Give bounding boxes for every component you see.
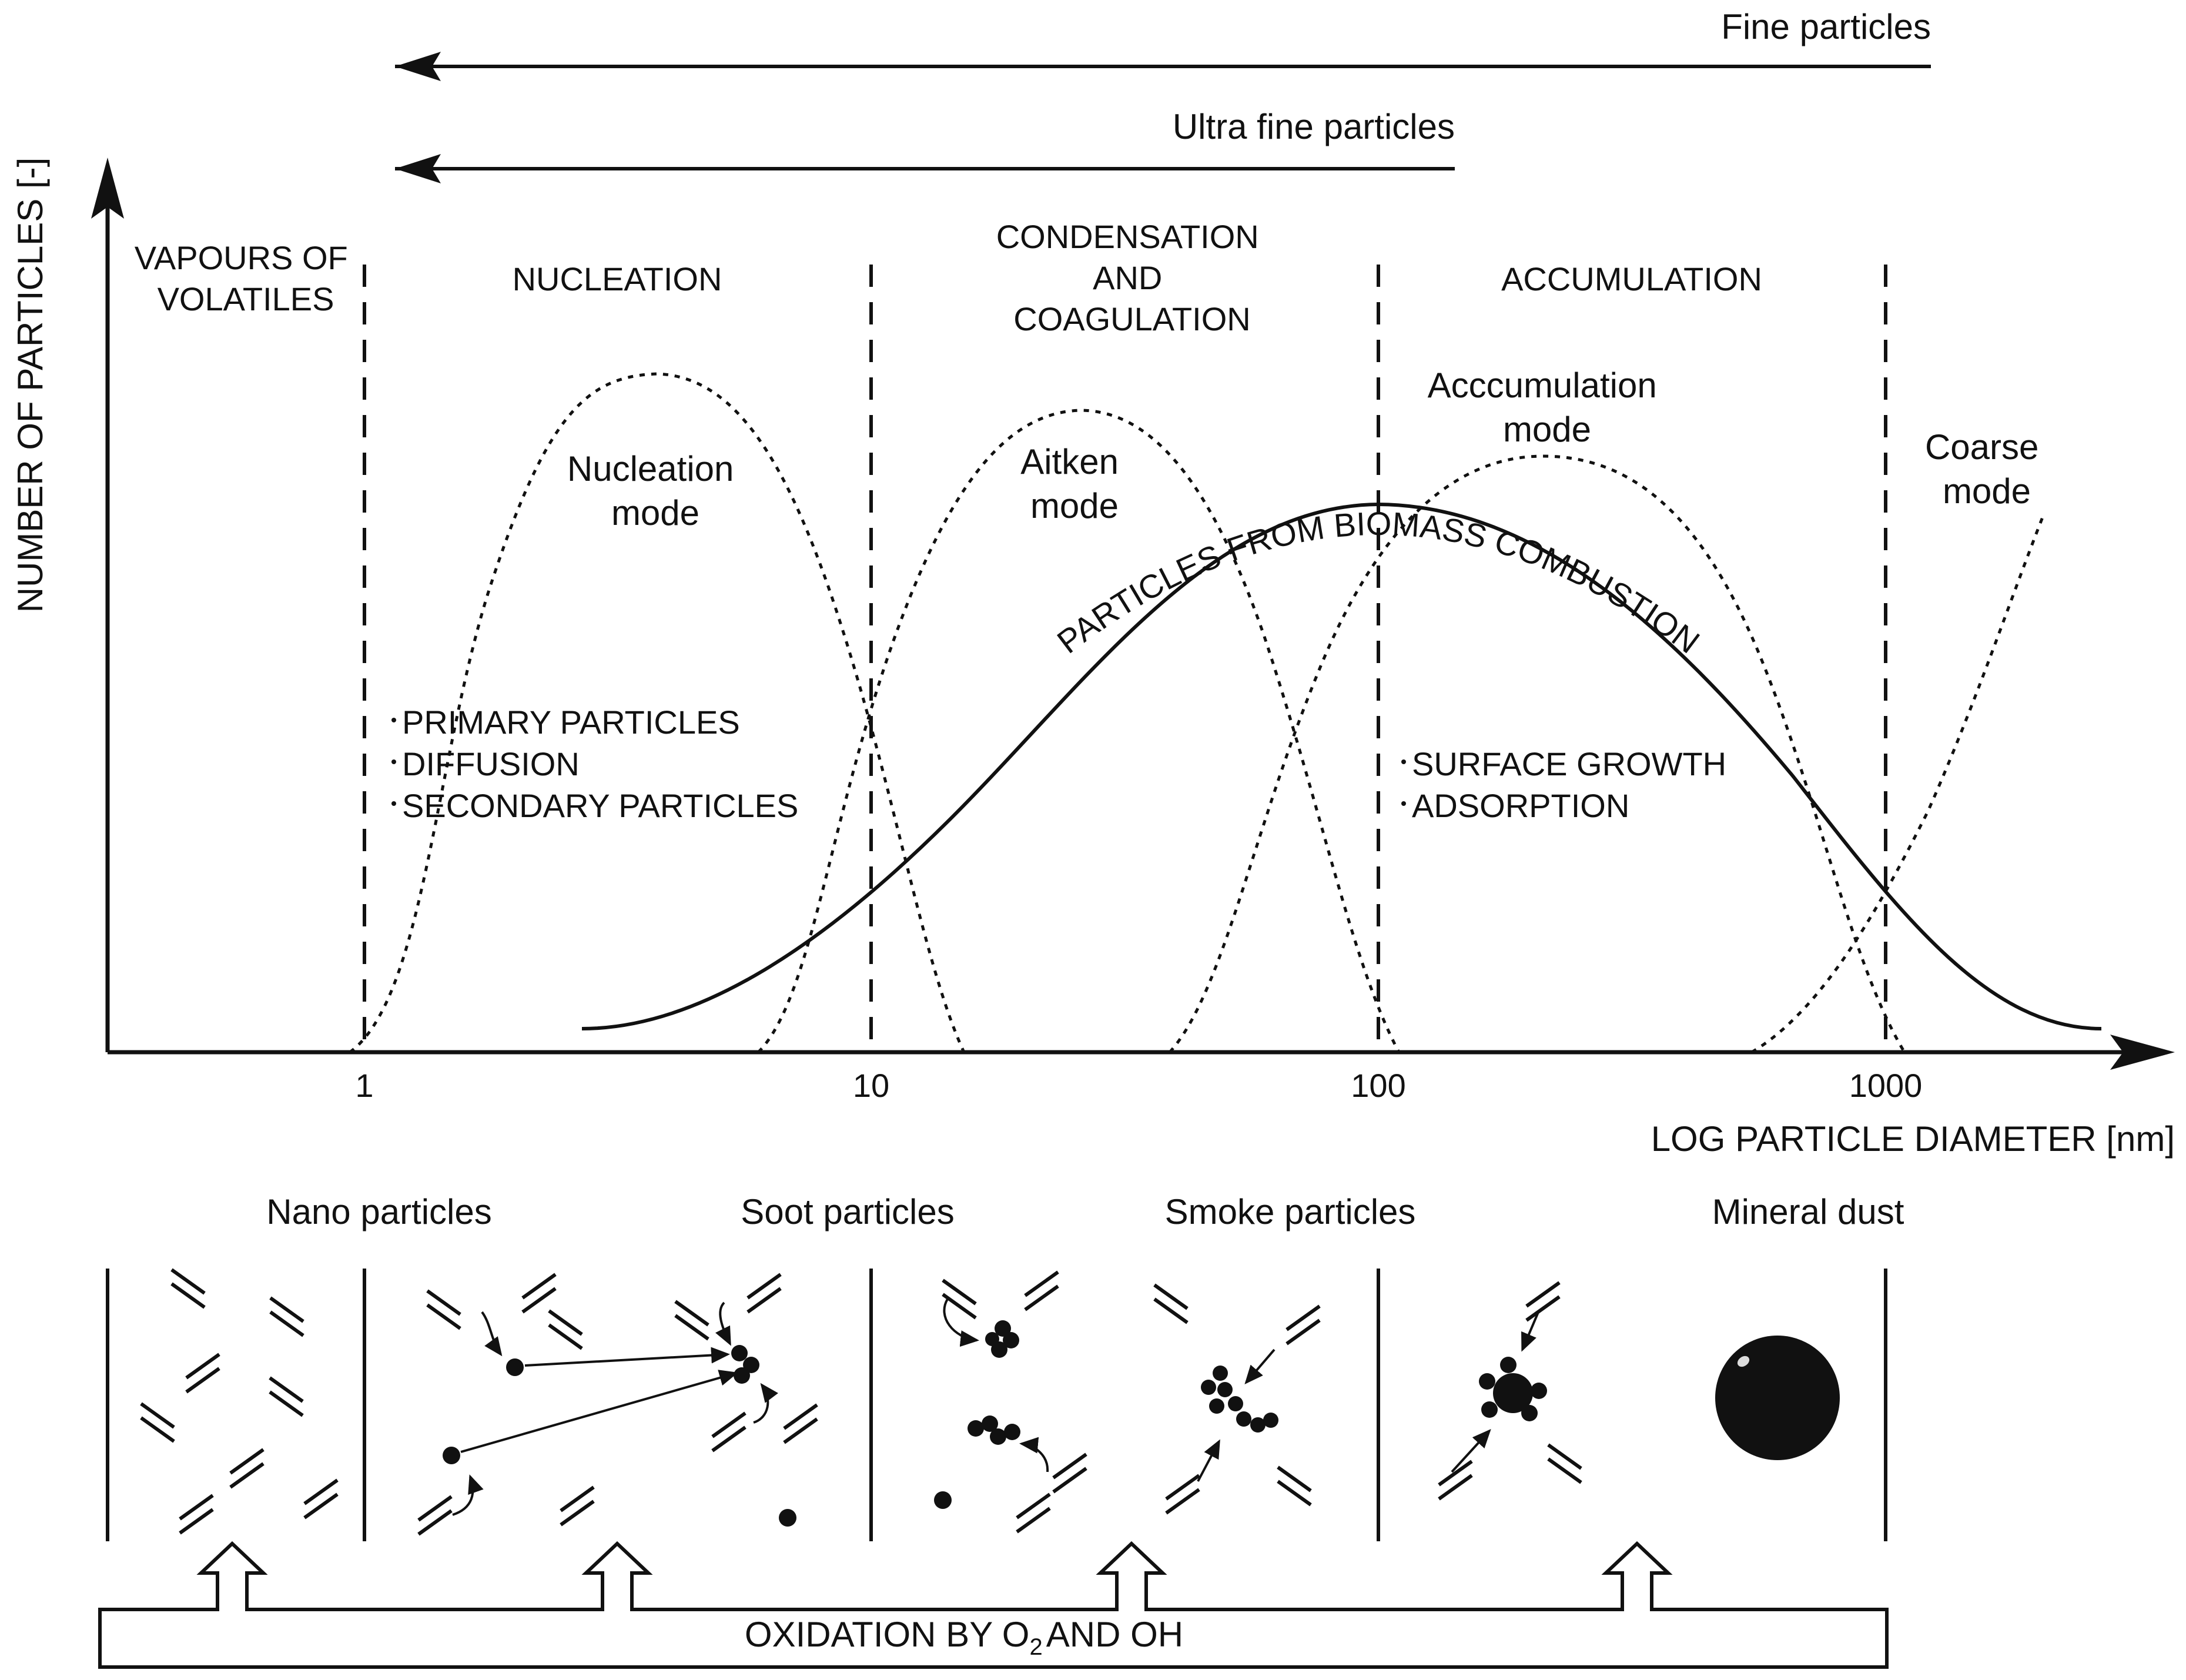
category-nano: Nano particles <box>266 1192 492 1231</box>
tick-label-10: 10 <box>853 1067 889 1104</box>
accumulation-panel <box>1439 1283 1581 1499</box>
fine-particles-arrow <box>395 52 1931 81</box>
ultrafine-particles-arrow <box>395 154 1455 183</box>
coarse-mode-label: Coarse mode <box>1925 427 2048 511</box>
aitken-mode-curve <box>757 409 1401 1053</box>
right-process-list: SURFACE GROWTH ADSORPTION <box>1401 745 1726 824</box>
category-smoke: Smoke particles <box>1165 1192 1416 1231</box>
smoke-panel <box>1154 1285 1320 1513</box>
nucleation-mode-label: Nucleation mode <box>567 449 744 533</box>
nucleation-panel <box>419 1274 817 1534</box>
biomass-combustion-curve <box>581 502 2102 1030</box>
vapour-molecules-panel-1 <box>141 1270 337 1533</box>
left-bullet-secondary: SECONDARY PARTICLES <box>402 787 798 824</box>
x-axis <box>108 1035 2175 1070</box>
nucleation-mode-curve <box>349 372 966 1054</box>
coagulation-panel <box>934 1272 1086 1532</box>
category-soot: Soot particles <box>741 1192 955 1231</box>
y-axis-label: NUMBER OF PARTICLES [-] <box>11 158 50 613</box>
fine-particles-label: Fine particles <box>1721 7 1931 46</box>
coarse-mode-curve <box>1750 517 2044 1054</box>
region-accumulation-label: ACCUMULATION <box>1501 260 1762 297</box>
aitken-mode-label: Aitken mode <box>1020 442 1128 526</box>
left-bullet-primary: PRIMARY PARTICLES <box>402 704 740 741</box>
right-bullet-adsorption: ADSORPTION <box>1412 787 1629 824</box>
accumulation-mode-curve <box>1169 454 1906 1053</box>
mineral-dust-particle <box>1715 1336 1840 1460</box>
x-axis-label: LOG PARTICLE DIAMETER [nm] <box>1651 1119 2175 1159</box>
accumulation-mode-label: Acccumulation mode <box>1428 366 1667 449</box>
category-mineral-dust: Mineral dust <box>1712 1192 1904 1231</box>
y-axis <box>91 158 124 1052</box>
oxidation-bar <box>98 1541 1889 1669</box>
tick-label-100: 100 <box>1351 1067 1405 1104</box>
region-condensation-label: CONDENSATION AND COAGULATION <box>996 218 1268 337</box>
tick-label-1000: 1000 <box>1849 1067 1923 1104</box>
ultrafine-particles-label: Ultra fine particles <box>1173 107 1455 146</box>
right-bullet-surface-growth: SURFACE GROWTH <box>1412 745 1726 782</box>
region-vapours-label: VAPOURS OF VOLATILES <box>135 239 357 317</box>
left-process-list: PRIMARY PARTICLES DIFFUSION SECONDARY PA… <box>391 704 798 824</box>
left-bullet-diffusion: DIFFUSION <box>402 745 580 782</box>
tick-label-1: 1 <box>355 1067 373 1104</box>
region-nucleation-label: NUCLEATION <box>513 260 722 297</box>
